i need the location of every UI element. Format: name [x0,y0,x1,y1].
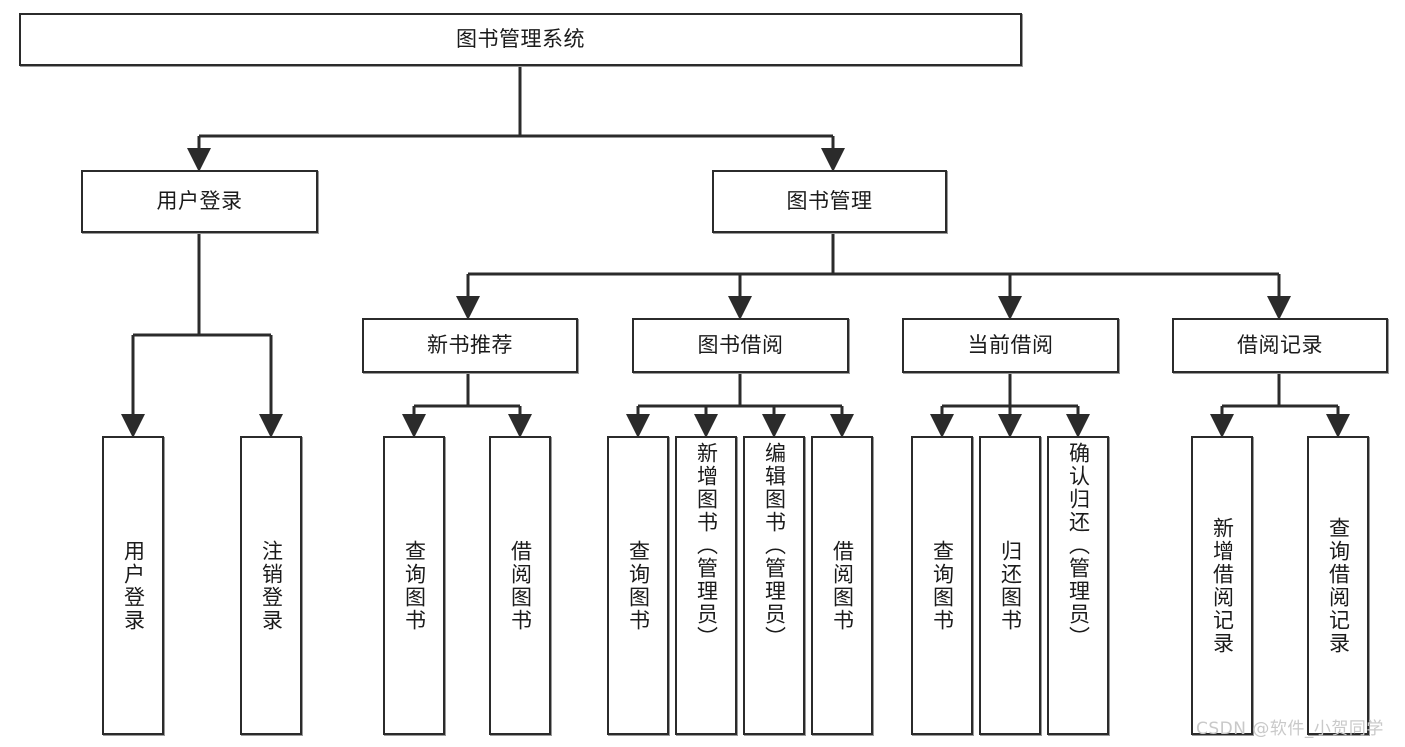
node-borrow-record[interactable]: 借阅记录 [1172,318,1388,373]
node-leaf-confirm-return[interactable]: 确认归还（管理员） [1047,436,1109,735]
node-leaf-user-logout-label: 注销登录 [259,539,284,632]
node-leaf-user-logout[interactable]: 注销登录 [240,436,302,735]
node-leaf-borrow-book-2-label: 借阅图书 [830,539,855,632]
node-leaf-query-book-2[interactable]: 查询图书 [607,436,669,735]
node-leaf-user-login-label: 用户登录 [121,539,146,632]
node-leaf-query-book-1-label: 查询图书 [402,539,427,632]
node-leaf-return-book[interactable]: 归还图书 [979,436,1041,735]
node-book-manage[interactable]: 图书管理 [712,170,947,233]
node-borrow-record-label: 借阅记录 [1237,333,1323,358]
node-leaf-query-book-3-label: 查询图书 [930,539,955,632]
csdn-watermark: CSDN @软件_小贺同学 [1196,719,1384,739]
node-root[interactable]: 图书管理系统 [19,13,1022,66]
node-new-book-recommend[interactable]: 新书推荐 [362,318,578,373]
node-leaf-add-book-label: 新增图书（管理员） [694,442,719,649]
node-leaf-edit-book[interactable]: 编辑图书（管理员） [743,436,805,735]
node-leaf-query-record-label: 查询借阅记录 [1326,516,1351,655]
node-leaf-user-login[interactable]: 用户登录 [102,436,164,735]
node-leaf-query-book-3[interactable]: 查询图书 [911,436,973,735]
node-leaf-confirm-return-label: 确认归还（管理员） [1066,442,1091,649]
node-leaf-add-record-label: 新增借阅记录 [1210,516,1235,655]
node-book-borrow[interactable]: 图书借阅 [632,318,849,373]
node-leaf-query-record[interactable]: 查询借阅记录 [1307,436,1369,735]
node-leaf-query-book-2-label: 查询图书 [626,539,651,632]
node-leaf-borrow-book-2[interactable]: 借阅图书 [811,436,873,735]
node-leaf-return-book-label: 归还图书 [998,539,1023,632]
node-root-label: 图书管理系统 [456,27,585,52]
node-book-borrow-label: 图书借阅 [697,333,784,358]
node-new-book-recommend-label: 新书推荐 [427,333,513,358]
node-leaf-borrow-book-1[interactable]: 借阅图书 [489,436,551,735]
node-book-manage-label: 图书管理 [786,189,873,214]
node-leaf-borrow-book-1-label: 借阅图书 [508,539,533,632]
node-leaf-add-book[interactable]: 新增图书（管理员） [675,436,737,735]
node-leaf-edit-book-label: 编辑图书（管理员） [762,442,787,649]
node-leaf-query-book-1[interactable]: 查询图书 [383,436,445,735]
node-user-login[interactable]: 用户登录 [81,170,318,233]
node-current-borrow-label: 当前借阅 [967,333,1054,358]
node-leaf-add-record[interactable]: 新增借阅记录 [1191,436,1253,735]
node-current-borrow[interactable]: 当前借阅 [902,318,1119,373]
node-user-login-label: 用户登录 [156,189,243,214]
